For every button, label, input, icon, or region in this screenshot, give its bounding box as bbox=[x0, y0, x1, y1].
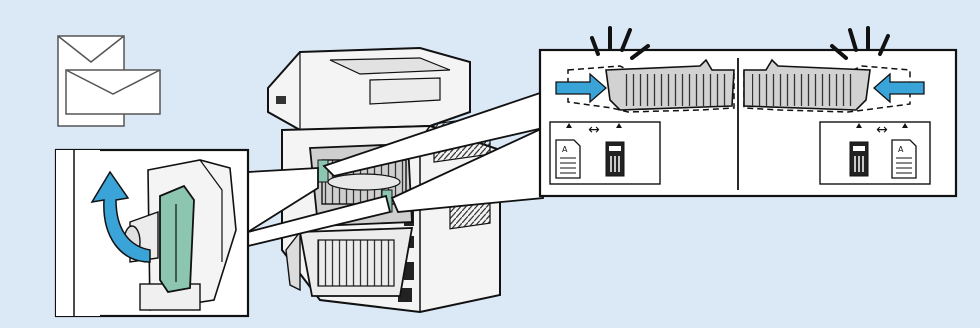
direction-arrow-glyph: ↔ bbox=[588, 122, 600, 138]
envelope-portrait-icon bbox=[850, 142, 868, 176]
lever-inset bbox=[56, 150, 248, 316]
paper-portrait-icon: A bbox=[892, 140, 916, 178]
paper-position-label-left: ↔ A bbox=[550, 122, 660, 184]
paper-letter: A bbox=[562, 145, 568, 154]
fuser-lever-icon bbox=[160, 186, 194, 292]
paper-position-label-right: ↔ A bbox=[820, 122, 930, 184]
slider-inset: ↔ A ↔ bbox=[540, 28, 956, 196]
paper-portrait-icon: A bbox=[556, 140, 580, 178]
envelope-portrait-icon bbox=[606, 142, 624, 176]
direction-arrow-glyph: ↔ bbox=[876, 122, 888, 138]
paper-letter: A bbox=[898, 145, 904, 154]
